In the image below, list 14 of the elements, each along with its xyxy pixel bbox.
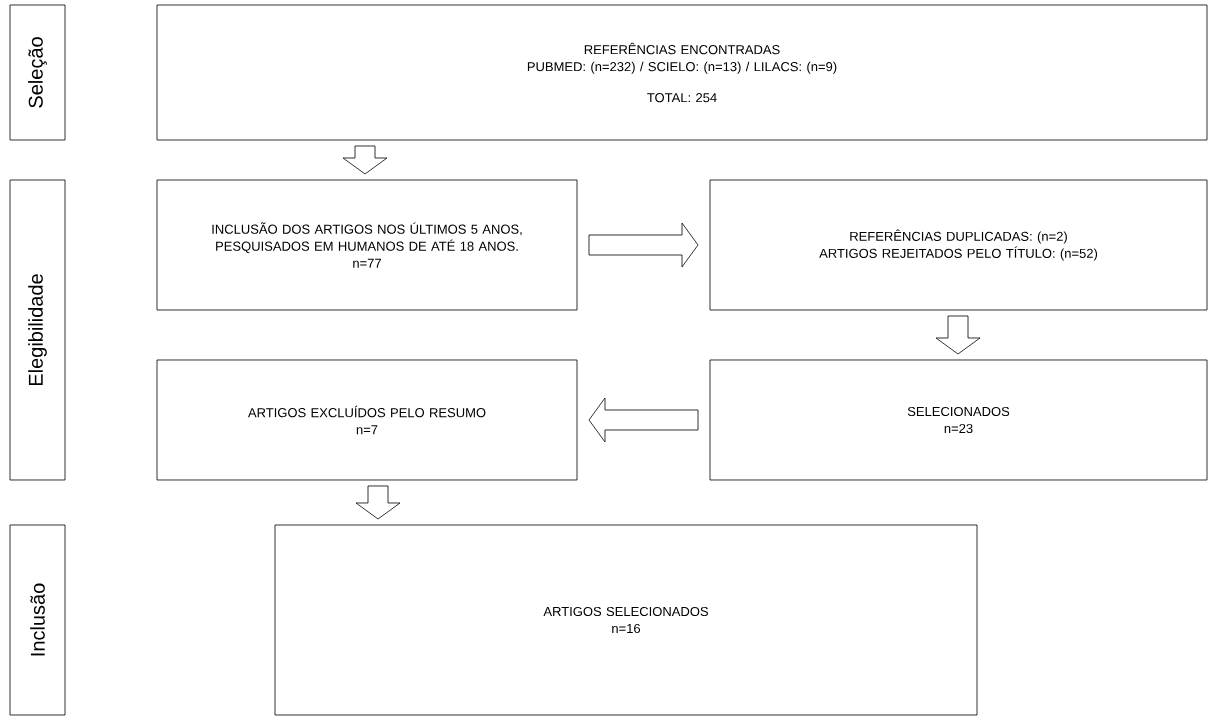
stage-band: Elegibilidade bbox=[9, 179, 66, 481]
process-box: INCLUSÃO DOS ARTIGOS NOS ÚLTIMOS 5 ANOS, PESQUISADOS EM HUMANOS DE ATÉ 18 ANOS. n=77 bbox=[156, 179, 578, 311]
block-arrow bbox=[588, 397, 699, 443]
block-arrow bbox=[935, 315, 981, 355]
stage-band: Inclusão bbox=[9, 524, 66, 716]
stage-band: Seleção bbox=[9, 4, 66, 141]
process-box: SELECIONADOS n=23 bbox=[709, 359, 1208, 481]
process-box: REFERÊNCIAS ENCONTRADAS PUBMED: (n=232) / SCIELO: (n=13) / LILACS: (n=9) TOTAL: 254 bbox=[156, 4, 1208, 141]
block-arrow bbox=[355, 485, 401, 520]
block-arrow bbox=[588, 222, 699, 268]
block-arrow bbox=[342, 145, 388, 175]
process-box: REFERÊNCIAS DUPLICADAS: (n=2) ARTIGOS REJEITADOS PELO TÍTULO: (n=52) bbox=[709, 179, 1208, 311]
process-box: ARTIGOS EXCLUÍDOS PELO RESUMO n=7 bbox=[156, 359, 578, 481]
process-box: ARTIGOS SELECIONADOS n=16 bbox=[274, 524, 978, 716]
